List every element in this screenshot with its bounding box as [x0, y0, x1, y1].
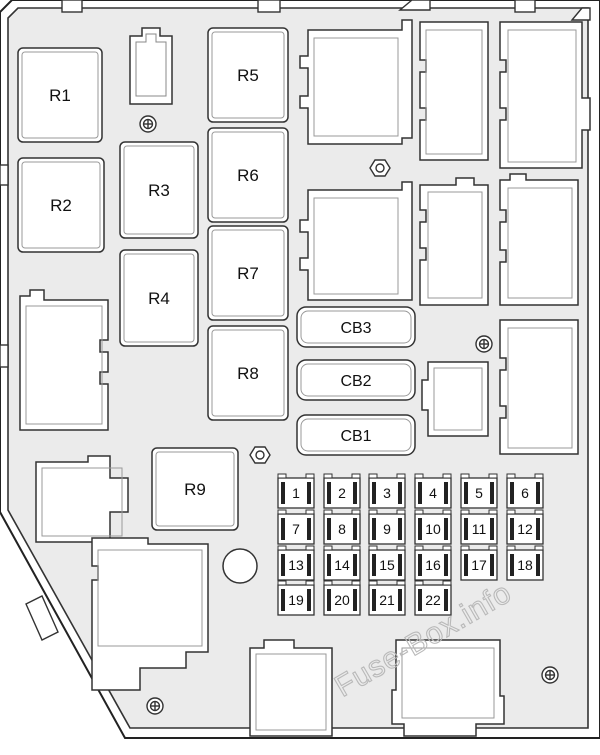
fuse-6: 6: [506, 473, 544, 509]
connector-top-middle: [299, 19, 413, 145]
fuse-4-label: 4: [429, 485, 437, 501]
connector-mid-right-b: [499, 173, 579, 306]
connector-left-lower: [35, 455, 129, 543]
fuse-11-label: 11: [472, 521, 487, 537]
fuse-10: 10: [414, 509, 452, 545]
relay-r4-label: R4: [148, 289, 170, 308]
screws: [139, 115, 559, 715]
relay-r8: R8: [207, 325, 289, 421]
relay-r8-label: R8: [237, 364, 259, 383]
fuse-3-label: 3: [383, 485, 391, 501]
small-connector-top: [129, 27, 173, 105]
connector-top-right-a: [419, 21, 489, 161]
fuse-15-label: 15: [379, 557, 395, 573]
fuse-14-label: 14: [334, 557, 350, 573]
fuse-16-label: 16: [425, 557, 441, 573]
screw-2: [475, 335, 493, 353]
fuse-21-label: 21: [379, 592, 395, 608]
hex-nut-1: [369, 159, 391, 177]
relay-r2-label: R2: [50, 196, 72, 215]
relay-r6-label: R6: [237, 166, 259, 185]
fuse-1-label: 1: [292, 485, 300, 501]
fuse-22-label: 22: [425, 592, 441, 608]
fuse-2: 2: [323, 473, 361, 509]
cb3-label: CB3: [340, 320, 371, 337]
fuse-13: 13: [277, 545, 315, 581]
fuse-9: 9: [368, 509, 406, 545]
cb1-label: CB1: [340, 428, 371, 445]
relay-r9: R9: [151, 447, 239, 531]
circuit-breaker-cb1: CB1: [296, 414, 416, 456]
relay-r2: R2: [17, 157, 105, 253]
fuse-12: 12: [506, 509, 544, 545]
fuse-18: 18: [506, 545, 544, 581]
relay-r7-label: R7: [237, 264, 259, 283]
fuse-15: 15: [368, 545, 406, 581]
fuse-1: 1: [277, 473, 315, 509]
connector-left-middle: [19, 289, 109, 431]
relay-r7: R7: [207, 225, 289, 321]
connector-mid-right-a: [419, 177, 489, 306]
fuse-18-label: 18: [517, 557, 533, 573]
fuse-17-label: 17: [471, 557, 487, 573]
connector-top-right-b: [499, 21, 591, 169]
relay-r3: R3: [119, 141, 199, 239]
circuit-breaker-cb3: CB3: [296, 306, 416, 348]
round-plug: [222, 548, 258, 584]
housing-tabs: [0, 0, 591, 641]
relay-r1: R1: [17, 47, 103, 143]
fuse-16: 16: [414, 545, 452, 581]
hex-nuts: [249, 159, 391, 464]
connector-bottom-right-large: [391, 639, 505, 737]
hex-nut-2: [249, 446, 271, 464]
fuse-20-label: 20: [334, 592, 350, 608]
fuse-8: 8: [323, 509, 361, 545]
screw-3: [146, 697, 164, 715]
fuse-19: 19: [277, 580, 315, 616]
fuse-22: 22: [414, 580, 452, 616]
relay-r9-label: R9: [184, 480, 206, 499]
fuse-4: 4: [414, 473, 452, 509]
fuse-7: 7: [277, 509, 315, 545]
connector-bottom-center: [249, 639, 333, 737]
cb2-label: CB2: [340, 373, 371, 390]
screw-4: [541, 666, 559, 684]
fuse-7-label: 7: [292, 521, 300, 537]
fuse-2-label: 2: [338, 485, 346, 501]
fuse-14: 14: [323, 545, 361, 581]
relay-r5-label: R5: [237, 66, 259, 85]
relay-r5: R5: [207, 27, 289, 123]
connector-bottom-right: [499, 319, 579, 455]
fuse-block: [274, 470, 550, 622]
fuse-17: 17: [460, 545, 498, 581]
fuse-5-label: 5: [475, 485, 483, 501]
fuse-11: 11: [460, 509, 498, 545]
relay-r6: R6: [207, 127, 289, 223]
fuse-9-label: 9: [383, 521, 391, 537]
fuse-10-label: 10: [425, 521, 441, 537]
fuse-20: 20: [323, 580, 361, 616]
connector-mid-middle: [299, 181, 413, 301]
fuse-19-label: 19: [288, 592, 304, 608]
fuse-3: 3: [368, 473, 406, 509]
screw-1: [139, 115, 157, 133]
relay-r1-label: R1: [49, 86, 71, 105]
fuse-12-label: 12: [517, 521, 533, 537]
circuit-breaker-cb2: CB2: [296, 359, 416, 401]
fuse-6-label: 6: [521, 485, 529, 501]
relay-r4: R4: [119, 249, 199, 347]
fuse-13-label: 13: [288, 557, 304, 573]
fuse-8-label: 8: [338, 521, 346, 537]
fuse-21: 21: [368, 580, 406, 616]
relay-r3-label: R3: [148, 181, 170, 200]
fuse-5: 5: [460, 473, 498, 509]
connector-small-right: [421, 361, 489, 437]
